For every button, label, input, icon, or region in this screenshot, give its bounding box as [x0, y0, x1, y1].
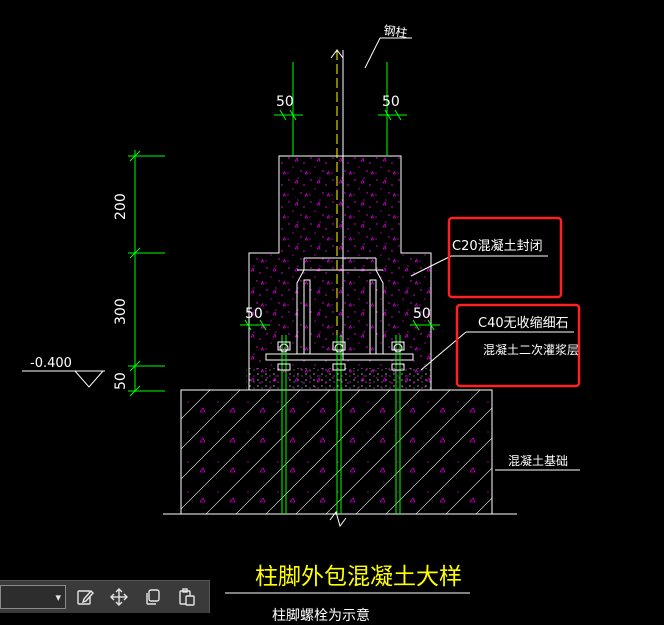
dim-v-200: 200: [113, 193, 129, 220]
paste-icon: [178, 588, 196, 606]
label-steel-column: 钢柱: [383, 22, 409, 40]
copy-icon: [144, 588, 162, 606]
layer-dropdown[interactable]: ▾: [0, 585, 66, 609]
highlight-box-c20: [447, 216, 563, 299]
label-c40-line1: C40无收缩细石: [478, 315, 569, 331]
dimension-lines: [128, 100, 440, 397]
concrete-foundation: [163, 389, 517, 515]
elevation-marker: [22, 370, 105, 388]
copy-button[interactable]: [138, 583, 168, 611]
chevron-down-icon: ▾: [55, 590, 61, 604]
elevation-label: -0.400: [30, 356, 72, 371]
dim-top-right-50: 50: [382, 94, 400, 110]
drawing-title: 柱脚外包混凝土大样: [255, 564, 462, 590]
dim-v-300: 300: [113, 298, 129, 325]
dim-mid-left-50: 50: [245, 306, 263, 322]
edit-icon: [76, 588, 94, 606]
concrete-encasement: [248, 155, 432, 391]
label-foundation: 混凝土基础: [508, 453, 568, 468]
highlight-box-c40: [455, 303, 581, 388]
label-c20-seal: C20混凝土封闭: [452, 238, 543, 254]
floating-toolbar: ▾: [0, 580, 210, 613]
paste-button[interactable]: [172, 583, 202, 611]
label-c40-line2: 混凝土二次灌浆层: [483, 342, 579, 357]
drawing-subtitle: 柱脚螺栓为示意: [272, 607, 370, 624]
move-button[interactable]: [104, 583, 134, 611]
leader-lines: [364, 37, 580, 471]
dim-v-50: 50: [113, 372, 129, 390]
dim-top-left-50: 50: [276, 94, 294, 110]
anchor-bolts: [277, 335, 405, 528]
move-icon: [110, 588, 128, 606]
dim-mid-right-50: 50: [413, 306, 431, 322]
edit-button[interactable]: [70, 583, 100, 611]
